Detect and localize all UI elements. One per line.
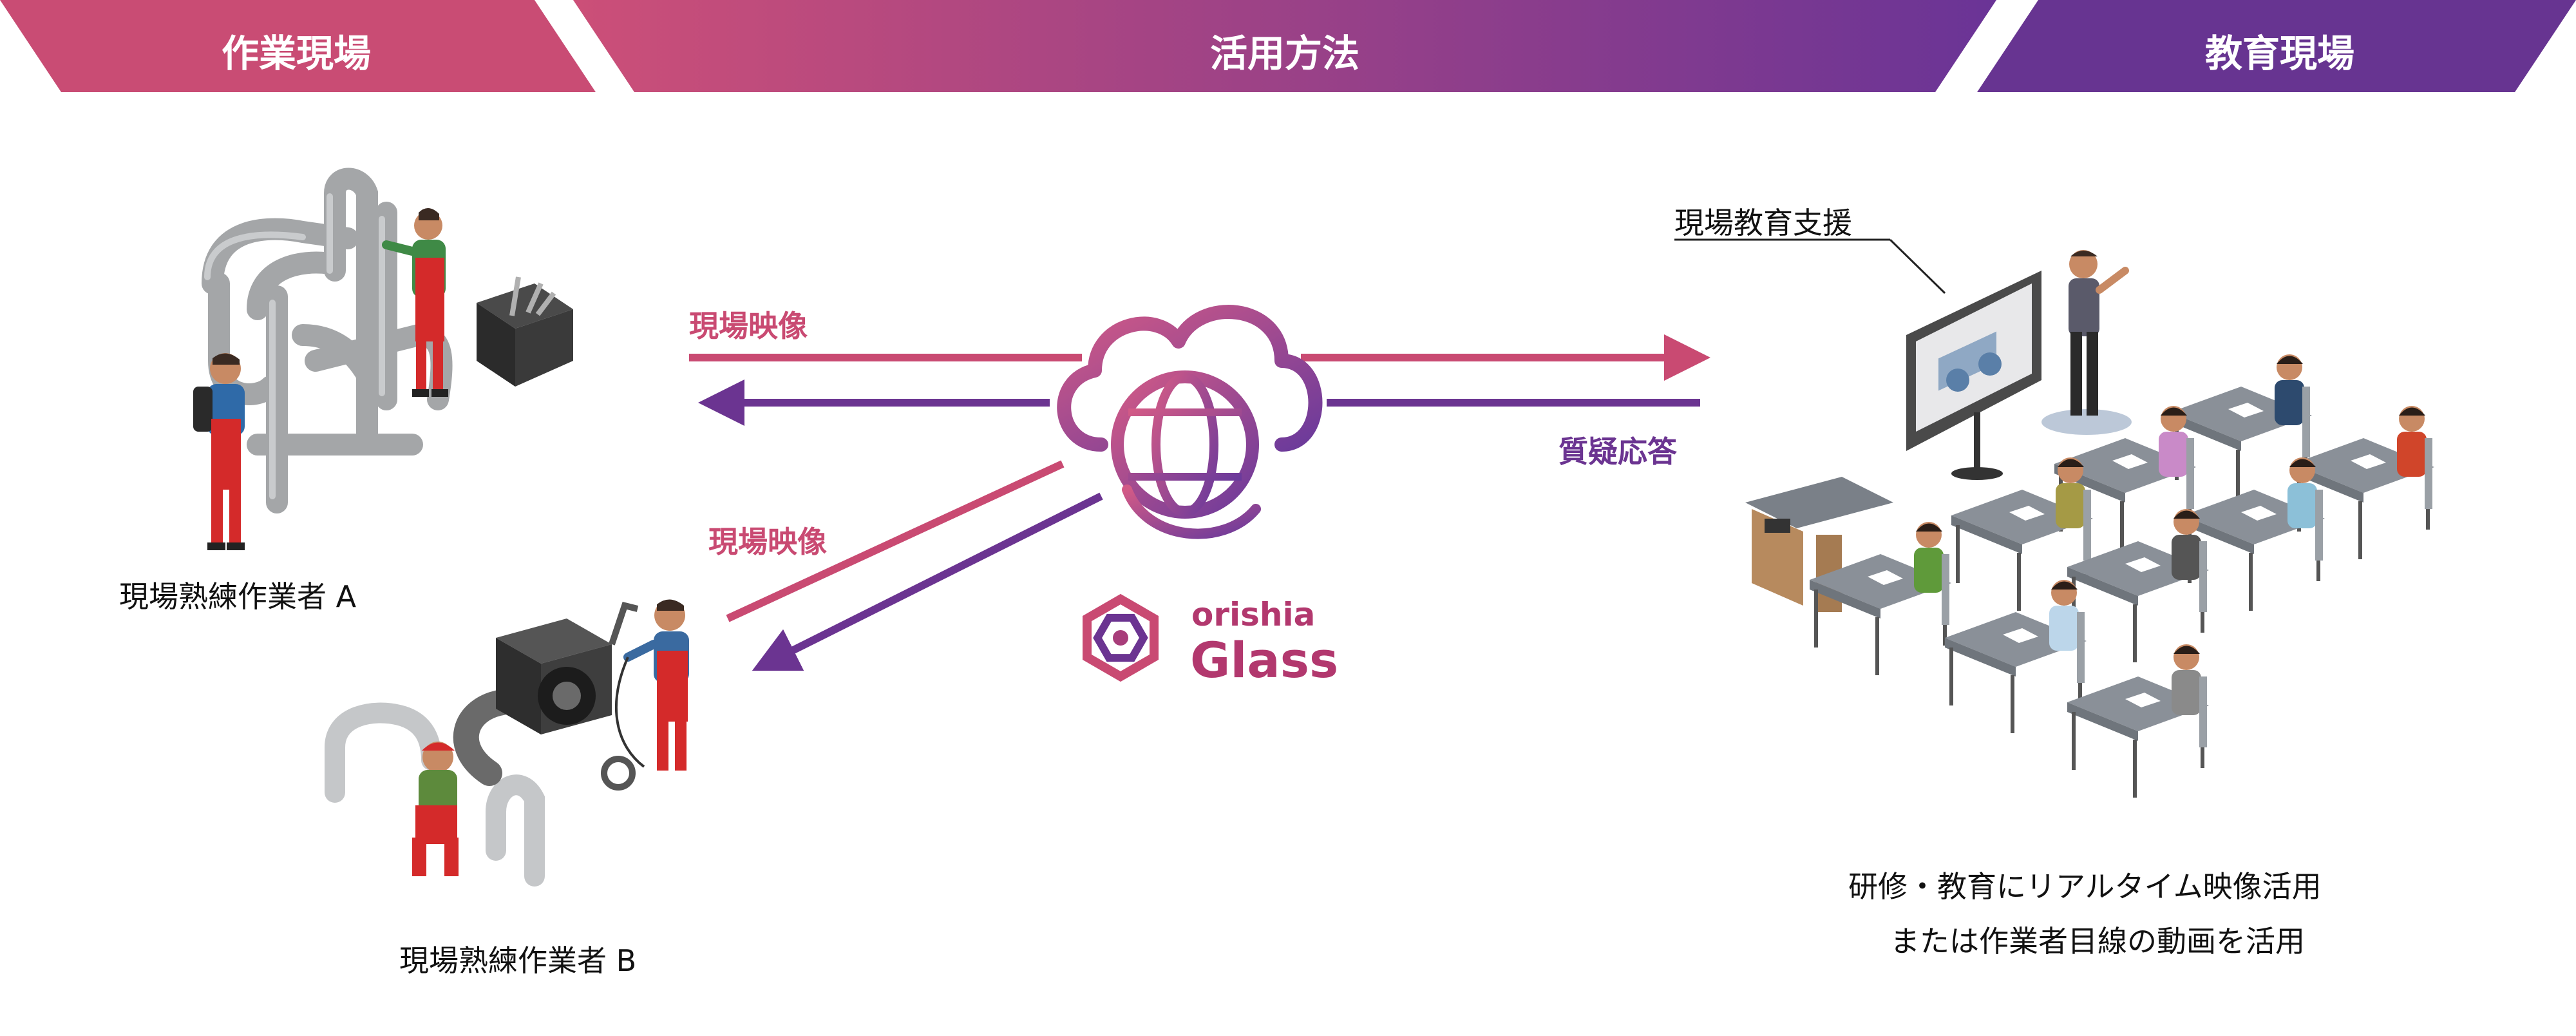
product-name-line1: orishia: [1191, 596, 1316, 633]
edu-caption-line1: 研修・教育にリアルタイム映像活用: [1848, 869, 2322, 904]
worker-a-illustration: [193, 168, 573, 550]
cloud-globe-icon: [1057, 305, 1323, 539]
video-label-top: 現場映像: [689, 309, 808, 343]
qa-label: 質疑応答: [1558, 434, 1677, 469]
arrow-return-lower: [752, 492, 1103, 671]
banner-right-label: 教育現場: [2204, 32, 2354, 75]
support-label: 現場教育支援: [1674, 206, 1852, 240]
banner-left-label: 作業現場: [221, 32, 371, 75]
student-desks: [1810, 354, 2434, 798]
product-name-line2: Glass: [1190, 631, 1339, 689]
edu-caption-line2: または作業者目線の動画を活用: [1890, 924, 2305, 959]
arrow-video-lower: [726, 460, 1065, 622]
worker-a-caption: 現場熟練作業者 A: [119, 579, 357, 614]
worker-b-illustration: [325, 599, 689, 887]
banner-center-label: 活用方法: [1209, 32, 1359, 75]
student-desk: [2067, 644, 2209, 798]
student-desk: [2067, 509, 2209, 662]
banner-center-shape: [573, 0, 1996, 92]
banner-left-shape: [0, 0, 596, 92]
video-label-lower: 現場映像: [708, 524, 827, 559]
worker-b-caption: 現場熟練作業者 B: [399, 943, 637, 978]
classroom-illustration: [1745, 250, 2132, 612]
student-desk: [2054, 406, 2196, 559]
orishia-logo-icon: [1083, 593, 1159, 682]
banner-right-shape: [1977, 0, 2576, 92]
student-desk: [1810, 522, 1951, 675]
student-desk: [1945, 580, 2087, 733]
